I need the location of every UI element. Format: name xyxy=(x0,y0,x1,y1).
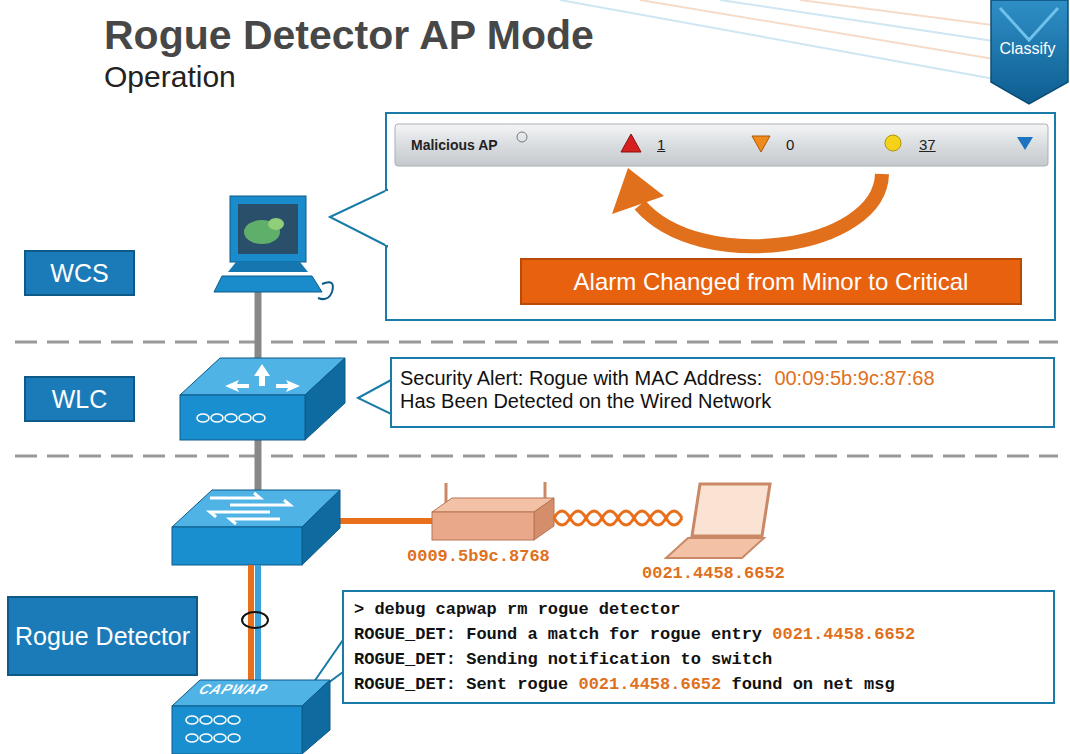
tier-label: WLC xyxy=(24,376,135,422)
minor-icon xyxy=(885,135,901,151)
chevron-mark xyxy=(1000,8,1058,40)
info-icon xyxy=(517,132,527,142)
dropdown-icon xyxy=(1017,137,1033,150)
node-text: 1 xyxy=(657,124,665,166)
rogue-laptop xyxy=(666,484,770,558)
node-text: > debug capwap rm rogue detector xyxy=(354,600,680,619)
change-arrowhead xyxy=(612,168,664,214)
node-text: Security Alert: Rogue with MAC Address: xyxy=(400,367,762,389)
text-line: > debug capwap rm rogue detector xyxy=(354,597,1043,622)
text-line: ROGUE_DET: Sending notification to switc… xyxy=(354,647,1043,672)
text-wrap: WCS xyxy=(50,259,108,288)
node-text: Alarm Changed from Minor to Critical xyxy=(574,268,969,295)
major-icon xyxy=(752,136,770,152)
alarm-note: Alarm Changed from Minor to Critical xyxy=(520,258,1022,305)
text-line: Has Been Detected on the Wired Network xyxy=(400,390,1045,413)
alert-callout: Security Alert: Rogue with MAC Address: 0… xyxy=(390,357,1055,428)
critical-icon xyxy=(621,134,641,152)
device-label: CAPWAP xyxy=(196,681,271,697)
node-text: Rogue Detector xyxy=(15,622,190,650)
text-line: ROGUE_DET: Sent rogue 0021.4458.6652 found… xyxy=(354,672,1043,697)
node-text: ROGUE_DET: Sending notification to switc… xyxy=(354,650,772,669)
node-text: WCS xyxy=(50,259,108,287)
status-bar xyxy=(395,124,1048,166)
alarm-bar: Malicious AP 1 0 37 xyxy=(395,124,1048,166)
node-text: 37 xyxy=(919,124,936,166)
tier-separator xyxy=(15,455,1058,458)
network-switch xyxy=(172,490,436,565)
node-text: Has Been Detected on the Wired Network xyxy=(400,390,771,412)
wlc-device xyxy=(180,358,345,492)
node-text: ROGUE_DET: Found a match for rogue entry xyxy=(354,625,762,644)
chevron-badge xyxy=(991,0,1068,104)
classify-badge: Classify xyxy=(989,28,1066,70)
tier-label: Rogue Detector xyxy=(7,596,198,676)
pointer-join xyxy=(386,191,389,245)
tier-separator xyxy=(15,341,1058,344)
change-arrow xyxy=(640,174,882,246)
trunk-cable xyxy=(242,565,268,690)
slide-title: Rogue Detector AP Mode xyxy=(104,12,594,59)
header-stripes xyxy=(560,0,1000,80)
node-text: WLC xyxy=(52,385,108,413)
text-wrap: Alarm Changed from Minor to Critical xyxy=(574,268,969,296)
node-text: Malicious AP xyxy=(411,124,498,166)
tier-label: WCS xyxy=(24,250,135,296)
node-text: 0021.4458.6652 xyxy=(772,625,915,644)
rogue-ap xyxy=(432,482,554,540)
node-text: 0021.4458.6652 xyxy=(578,675,721,694)
text-wrap: WLC xyxy=(52,385,108,414)
callout-pointer xyxy=(330,190,387,246)
text-wrap: Classify xyxy=(999,40,1055,58)
node-text: found on net msg xyxy=(731,675,894,694)
node-text: Classify xyxy=(999,40,1055,57)
node-text: ROGUE_DET: Sent rogue xyxy=(354,675,568,694)
mac-label: 0021.4458.6652 xyxy=(642,564,785,583)
text-line: ROGUE_DET: Found a match for rogue entry… xyxy=(354,622,1043,647)
mac-label: 0009.5b9c.8768 xyxy=(407,547,550,566)
text-wrap: Rogue Detector xyxy=(15,620,190,652)
callout-frame xyxy=(386,113,1055,320)
text-line: Security Alert: Rogue with MAC Address: 0… xyxy=(400,367,1045,390)
node-text: 0 xyxy=(786,124,794,166)
slide-subtitle: Operation xyxy=(104,60,236,94)
capwap-ap xyxy=(172,680,330,754)
wireless-link xyxy=(554,511,682,525)
callout-pointer xyxy=(358,380,391,414)
debug-callout: > debug capwap rm rogue detectorROGUE_DE… xyxy=(342,590,1055,704)
wcs-computer xyxy=(214,196,333,360)
node-text: 00:09:5b:9c:87:68 xyxy=(774,367,934,389)
